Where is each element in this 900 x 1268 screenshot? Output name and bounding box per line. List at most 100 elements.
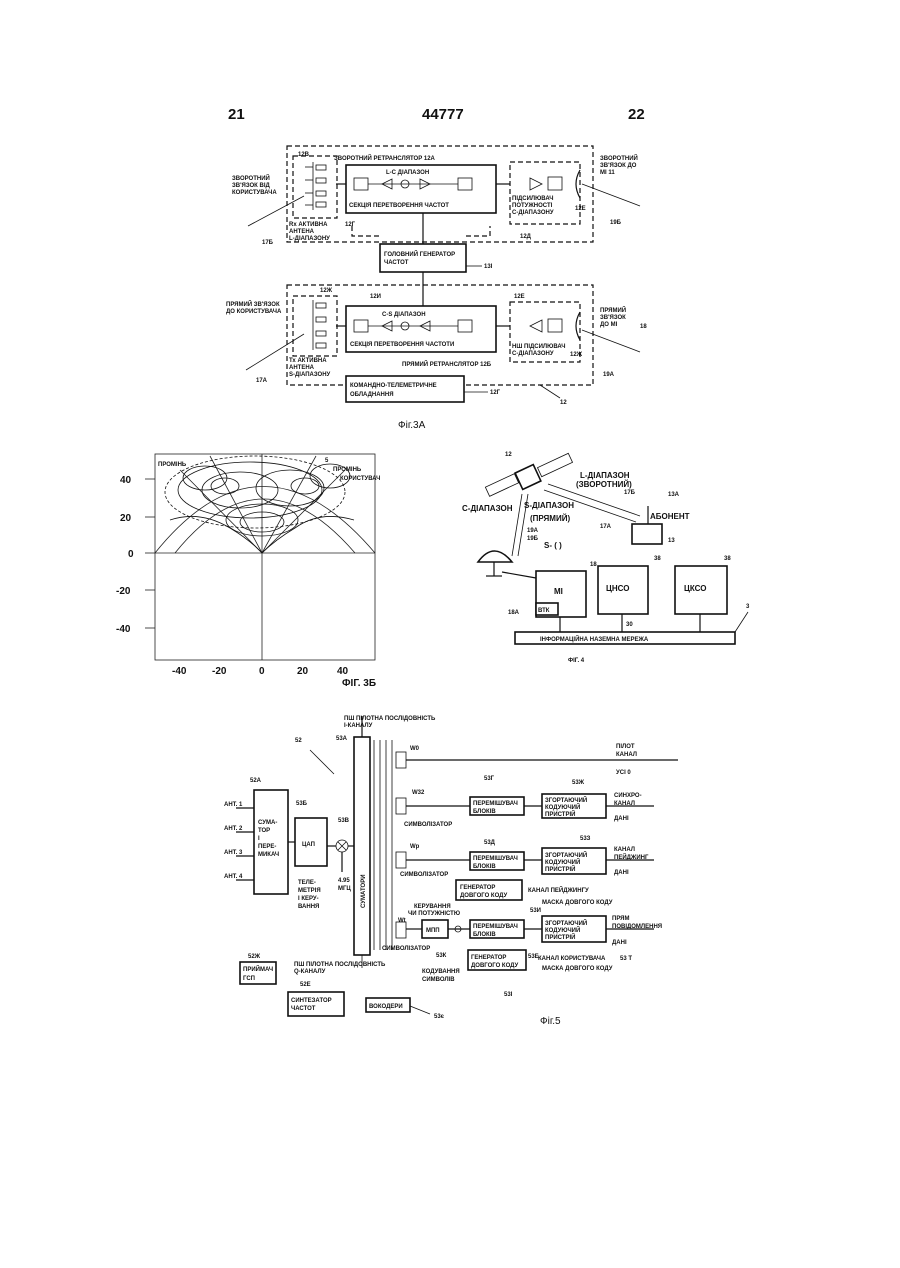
walsh-w32: W32 <box>412 790 425 796</box>
rx-antenna-label-3: L-ДІАПАЗОНУ <box>289 236 330 242</box>
l-band-sub: (ЗВОРОТНИЙ) <box>576 480 632 489</box>
s-band-label: S-ДІАПАЗОН <box>524 501 574 510</box>
rx-antenna-array <box>305 162 326 210</box>
gps-1: ПРИЙМАЧ <box>243 965 273 973</box>
x-tick-40: 40 <box>337 666 349 677</box>
ref-12g-cmd: 12Г <box>490 390 501 396</box>
beam-contours <box>165 456 354 553</box>
combiner-5: МИКАЧ <box>258 852 279 858</box>
freq-2: МГЦ <box>338 886 351 892</box>
ref-19a: 19А <box>603 372 615 378</box>
ref-12d: 12Д <box>520 234 532 240</box>
encoder-paging-3: ПРИСТРІЙ <box>545 865 575 873</box>
fwd-to-user-1: ПРЯМИЙ ЗВ'ЯЗОК <box>226 300 280 308</box>
master-osc-2: ЧАСТОТ <box>384 260 409 266</box>
subscriber-terminal <box>632 524 662 544</box>
encoder-paging-2: КОДУЮЧИЙ <box>545 858 580 866</box>
forward-repeater-label: ПРЯМИЙ РЕТРАНСЛЯТОР 12Б <box>402 360 492 368</box>
y-tick-m20: -20 <box>116 586 131 597</box>
symbol-coding-1: КОДУВАННЯ <box>422 969 460 975</box>
fig3b-caption: ФІГ. 3Б <box>342 678 376 689</box>
adder-column <box>354 737 370 955</box>
figure-3b: ПРОМІНЬ 5 ПРОМІНЬ КОРИСТУВАЧ 40 20 0 -20… <box>116 454 380 689</box>
ref-12e: 12Е <box>514 294 525 300</box>
mask-long-2: МАСКА ДОВГОГО КОДУ <box>542 966 613 972</box>
interleaver-paging-2: БЛОКІВ <box>473 864 496 870</box>
ref-53zh: 53Ж <box>572 780 585 786</box>
synth-2: ЧАСТОТ <box>291 1006 316 1012</box>
rx-antenna-label-1: Rx АКТИВНА <box>289 222 328 228</box>
box-tsks-label: ЦКСО <box>684 584 706 593</box>
pilot-label-2: КАНАЛ <box>616 752 637 758</box>
encoder-sync-3: ПРИСТРІЙ <box>545 810 575 818</box>
x-tick-m20: -20 <box>212 666 227 677</box>
box-btk-label: ВТК <box>538 608 550 614</box>
paging-chan-label: КАНАЛ ПЕЙДЖИНГУ <box>528 886 589 894</box>
combiner-1: СУМА- <box>258 820 277 826</box>
encoder-sync-1: ЗГОРТАЮЧИЙ <box>545 796 587 804</box>
conv-section-bot-label: СЕКЦІЯ ПЕРЕТВОРЕННЯ ЧАСТОТИ <box>350 342 454 348</box>
fig3b-plot-frame <box>155 454 375 660</box>
fig4-caption: ФІГ. 4 <box>568 658 585 664</box>
ref-53a: 53А <box>336 736 348 742</box>
cmd-label-2: ОБЛАДНАННЯ <box>350 392 394 398</box>
ant-3: АНТ. 3 <box>224 850 243 856</box>
fwd-to-mi-3: ДО МІ <box>600 322 618 328</box>
tx-antenna-frame <box>293 296 337 356</box>
adder-label: СУМАТОРИ <box>361 874 367 908</box>
s-symbol: S- ( ) <box>544 541 562 550</box>
interleaver-paging-1: ПЕРЕМІШУВАЧ <box>473 856 518 862</box>
ref-52zh: 52Ж <box>248 954 261 960</box>
symbol-coding-2: СИМВОЛІВ <box>422 977 455 983</box>
ref-53i2: 53І <box>504 992 513 998</box>
cmd-label-1: КОМАНДНО-ТЕЛЕМЕТРИЧНЕ <box>350 383 437 389</box>
pilot-label-3: УСІ 0 <box>616 770 631 776</box>
ref-3: 3 <box>746 604 750 610</box>
mask-long-1: МАСКА ДОВГОГО КОДУ <box>542 900 613 906</box>
pn-q-label-2: Q-КАНАЛУ <box>294 969 326 975</box>
telemetry-3: І КЕРУ- <box>298 896 319 902</box>
lc-band-label: L-C ДІАПАЗОН <box>386 170 429 176</box>
fig3a-caption: Фіг.3А <box>398 420 426 431</box>
figure-4: 12 L-ДІАПАЗОН (ЗВОРОТНИЙ) 17Б С-ДІАПАЗОН… <box>462 452 750 664</box>
data-label-paging: ДАНІ <box>614 870 629 876</box>
lcg-paging-2: ДОВГОГО КОДУ <box>460 893 508 899</box>
ref-53t: 53 Т <box>620 956 632 962</box>
box-tsnso-label: ЦНСО <box>606 584 629 593</box>
interleaver-sync-2: БЛОКІВ <box>473 809 496 815</box>
l-band-label: L-ДІАПАЗОН <box>580 471 630 480</box>
tx-antenna-label-2: АНТЕНА <box>289 365 315 371</box>
encoder-sync-2: КОДУЮЧИЙ <box>545 803 580 811</box>
encoder-traffic-3: ПРИСТРІЙ <box>545 933 575 941</box>
combiner-box <box>254 790 288 894</box>
dac-label: ЦАП <box>302 842 315 848</box>
interleaver-traffic-2: БЛОКІВ <box>473 932 496 938</box>
rx-antenna-frame <box>293 156 337 218</box>
ref-12zh: 12Ж <box>320 288 333 294</box>
y-tick-0: 0 <box>128 549 134 560</box>
ref-17b: 17Б <box>624 490 636 496</box>
combiner-4: ПЕРЕ- <box>258 844 276 850</box>
ref-19b: 19Б <box>610 220 622 226</box>
lcg-paging-1: ГЕНЕРАТОР <box>460 885 495 891</box>
return-to-mi-1: ЗВОРОТНИЙ <box>600 154 638 162</box>
label-5: 5 <box>325 458 329 464</box>
pilot-label-1: ПІЛОТ <box>616 744 635 750</box>
conv-section-top-label: СЕКЦІЯ ПЕРЕТВОРЕННЯ ЧАСТОТ <box>349 203 449 209</box>
traffic-label-1: ПРЯМ <box>612 916 629 922</box>
amp-label-3: С-ДІАПАЗОНУ <box>512 210 554 216</box>
encoder-traffic-1: ЗГОРТАЮЧИЙ <box>545 919 587 927</box>
ref-17b: 17Б <box>262 240 274 246</box>
data-label-traffic: ДАНІ <box>612 940 627 946</box>
lcg-traffic-2: ДОВГОГО КОДУ <box>471 963 519 969</box>
network-label: ІНФОРМАЦІЙНА НАЗЕМНА МЕРЕЖА <box>540 635 649 643</box>
vocoders-label: ВОКОДЕРИ <box>369 1004 403 1010</box>
ref-19b: 19Б <box>527 536 539 542</box>
pn-i-label-2: І-КАНАЛУ <box>344 723 373 729</box>
synth-box <box>288 992 344 1016</box>
walsh-w0: W0 <box>410 746 420 752</box>
ref-13: 13 <box>668 538 675 544</box>
amp-label-1: ПІДСИЛЮВАЧ <box>512 196 553 202</box>
telemetry-4: ВАННЯ <box>298 904 319 910</box>
ref-12v: 12В <box>298 152 310 158</box>
